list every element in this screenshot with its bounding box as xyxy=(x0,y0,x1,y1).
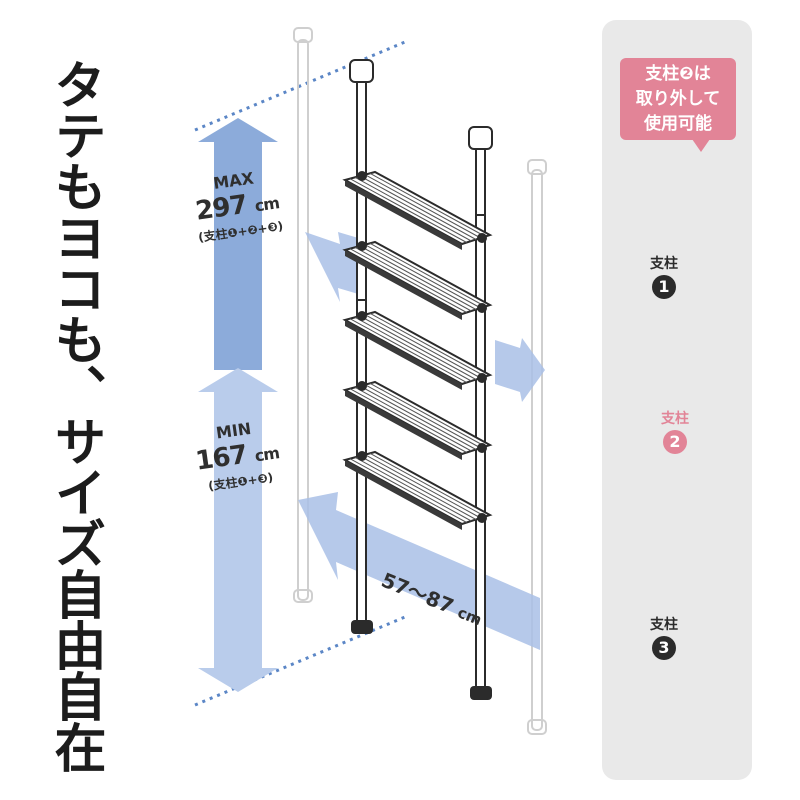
width-arrow-lower xyxy=(298,492,540,650)
pole-1-label: 支柱 xyxy=(650,256,678,272)
max-height-arrow xyxy=(198,118,278,370)
pole-3-label: 支柱 xyxy=(650,617,678,633)
min-guide-line xyxy=(194,615,406,707)
max-dimension-label: MAX 297 cm (支柱❶+❷+❸) xyxy=(178,163,297,249)
callout-line-2: 取り外して xyxy=(635,89,721,109)
max-value: 297 xyxy=(193,189,249,227)
min-dimension-label: MIN 167 cm (支柱❶+❸) xyxy=(178,413,297,499)
shelf-5 xyxy=(342,450,493,530)
pole-panel xyxy=(602,20,752,780)
callout-line-1: 支柱❷は xyxy=(645,64,711,84)
pole-2-number: 2 xyxy=(663,430,687,454)
shelf-3 xyxy=(342,310,493,390)
min-value: 167 xyxy=(193,439,249,477)
pole-1-number: 1 xyxy=(652,275,676,299)
width-arrow-upper-right xyxy=(495,338,545,402)
shelf-2 xyxy=(342,240,493,320)
headline: タテもヨコも、サイズ自由自在 xyxy=(45,58,105,772)
callout-line-3: 使用可能 xyxy=(644,114,712,134)
callout-bubble: 支柱❷は 取り外して 使用可能 xyxy=(620,58,736,140)
max-unit: cm xyxy=(253,193,281,216)
pole-2-label: 支柱 xyxy=(661,411,689,427)
shelves xyxy=(342,170,493,530)
min-height-arrow xyxy=(198,368,278,692)
main-pole-left xyxy=(349,59,374,634)
ghost-pole-left xyxy=(293,27,313,603)
shelf-4 xyxy=(342,380,493,460)
max-guide-line xyxy=(194,40,406,132)
callout-tail xyxy=(692,139,710,152)
pole-3-number: 3 xyxy=(652,636,676,660)
ghost-pole-right xyxy=(527,159,547,735)
shelf-1 xyxy=(342,170,493,250)
min-unit: cm xyxy=(253,443,281,466)
main-pole-right xyxy=(468,126,493,700)
